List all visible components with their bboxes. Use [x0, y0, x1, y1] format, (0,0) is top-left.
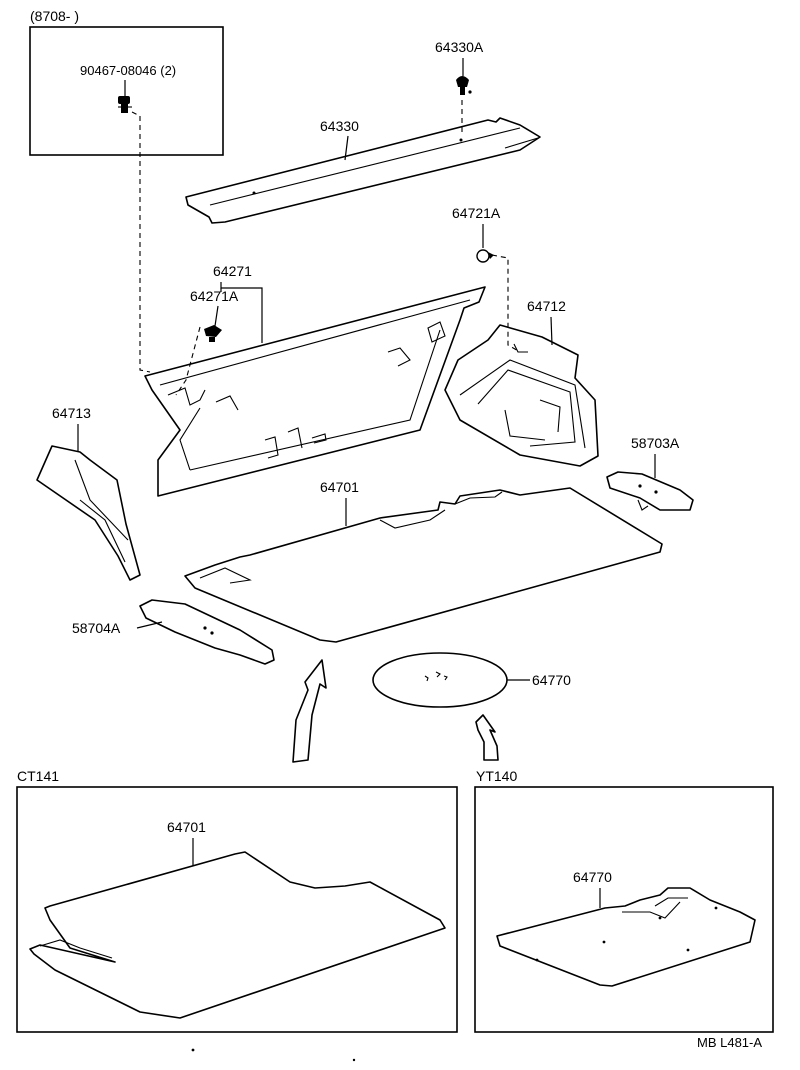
bolt-part-number: 90467-08046 (2)	[80, 63, 176, 78]
part-label-64330a: 64330A	[435, 39, 484, 55]
part-label-64712: 64712	[527, 298, 566, 314]
arrow-up-left	[292, 659, 327, 763]
clip-64330a: 64330A	[435, 39, 484, 135]
clip-icon	[456, 76, 472, 95]
floor-board-64701: 64701	[184, 479, 663, 643]
inset-box-8708: (8708- ) 90467-08046 (2)	[29, 8, 224, 373]
clip-64721a: 64721A	[452, 205, 521, 353]
figure-code: MB L481-A	[697, 1035, 762, 1050]
mat-64770: 64770	[372, 652, 571, 708]
variant-box-yt140: YT140 64770	[474, 768, 774, 1033]
back-panel-64271: 64271 64271A	[144, 263, 486, 497]
variant-box-ct141: CT141 64701	[16, 768, 458, 1033]
part-label-58703a: 58703A	[631, 435, 680, 451]
clip-icon	[204, 325, 222, 342]
inset-range-label: (8708- )	[30, 8, 79, 24]
bolt-icon	[118, 96, 132, 113]
part-label-64770-yt140: 64770	[573, 869, 612, 885]
part-label-64701-ct141: 64701	[167, 819, 206, 835]
part-label-64713: 64713	[52, 405, 91, 421]
side-trim-64712: 64712	[444, 298, 599, 467]
part-label-64701: 64701	[320, 479, 359, 495]
part-label-64330: 64330	[320, 118, 359, 134]
part-label-64271: 64271	[213, 263, 252, 279]
part-label-64721a: 64721A	[452, 205, 501, 221]
part-label-58704a: 58704A	[72, 620, 121, 636]
variant-label-yt140: YT140	[476, 768, 517, 784]
side-trim-64713: 64713	[36, 405, 141, 581]
package-tray-64330: 64330	[185, 117, 541, 224]
part-label-64271a: 64271A	[190, 288, 239, 304]
part-label-64770: 64770	[532, 672, 571, 688]
variant-label-ct141: CT141	[17, 768, 59, 784]
pad-58704a: 58704A	[72, 599, 275, 665]
pad-58703a: 58703A	[606, 435, 694, 511]
arrow-up-right	[475, 714, 499, 761]
clip-icon	[476, 249, 494, 263]
